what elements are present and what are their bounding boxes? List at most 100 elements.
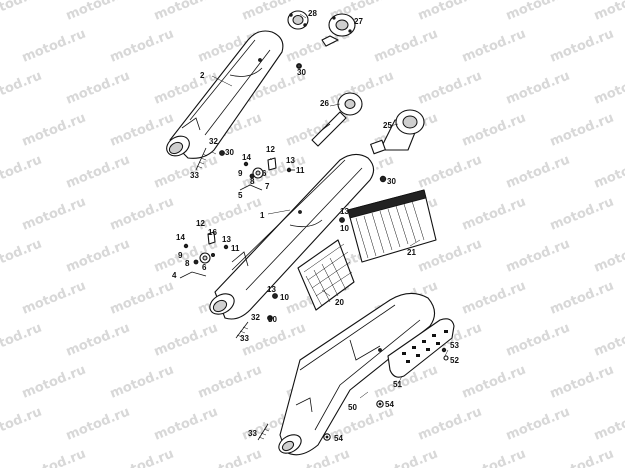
watermark-text: motod.ru [20,446,88,468]
watermark-text: motod.ru [460,278,528,317]
callout-13: 13 [340,207,349,216]
spring-33-mid[interactable] [235,321,249,339]
watermark-text: motod.ru [64,320,132,359]
watermark-text: motod.ru [20,278,88,317]
watermark-text: motod.ru [64,404,132,443]
callout-10: 10 [340,224,349,233]
washer-54-a[interactable] [376,400,384,408]
clamp-group-4[interactable] [179,231,229,279]
watermark-text: motod.ru [504,320,572,359]
callout-7: 7 [265,182,270,191]
watermark-text: motod.ru [416,404,484,443]
heat-shield-51[interactable] [387,318,455,378]
callout-33: 33 [248,429,257,438]
bolt-30-c[interactable] [379,175,387,183]
callout-4: 4 [172,271,177,280]
callout-12: 12 [196,219,205,228]
watermark-text: motod.ru [460,446,528,468]
callout-1: 1 [260,211,265,220]
callout-30: 30 [387,177,396,186]
watermark-text: motod.ru [460,26,528,65]
callout-51: 51 [393,380,402,389]
watermark-text: motod.ru [196,362,264,401]
clamp-group-5[interactable] [239,157,295,191]
end-cap-27[interactable] [321,13,356,47]
watermark-text: motod.ru [372,26,440,65]
bolt-30-d[interactable] [267,315,273,321]
callout-30: 30 [268,315,277,324]
callout-14: 14 [176,233,185,242]
watermark-text: motod.ru [504,152,572,191]
watermark-text: motod.ru [152,152,220,191]
watermark-text: motod.ru [0,152,44,191]
spring-33-top[interactable] [195,147,208,171]
watermark-text: motod.ru [504,0,572,24]
mesh-panel-20[interactable] [297,239,355,311]
callout-50: 50 [348,403,357,412]
watermark-text: motod.ru [152,0,220,24]
watermark-text: motod.ru [64,0,132,24]
callout-9: 9 [238,169,243,178]
watermark-text: motod.ru [108,194,176,233]
watermark-text: motod.ru [592,152,625,191]
callout-52: 52 [450,356,459,365]
watermark-text: motod.ru [548,26,616,65]
callout-2: 2 [200,71,205,80]
watermark-text: motod.ru [460,362,528,401]
watermark-text: motod.ru [64,152,132,191]
watermark-text: motod.ru [416,0,484,24]
callout-20: 20 [335,298,344,307]
watermark-text: motod.ru [0,404,44,443]
callout-32: 32 [251,313,260,322]
callout-53: 53 [450,341,459,350]
callout-12: 12 [266,145,275,154]
callout-13: 13 [222,235,231,244]
callout-6: 6 [202,263,207,272]
washer-54-b[interactable] [323,433,331,441]
spring-33-bottom[interactable] [257,423,270,441]
callout-30: 30 [225,148,234,157]
bolt-53[interactable] [441,347,447,353]
silencer-insert-25[interactable] [370,109,425,155]
watermark-text: motod.ru [416,68,484,107]
washer-52[interactable] [443,355,449,361]
watermark-text: motod.ru [548,110,616,149]
bolt-30-b[interactable] [219,150,225,156]
watermark-text: motod.ru [108,446,176,468]
callout-32: 32 [209,137,218,146]
watermark-text: motod.ru [152,404,220,443]
watermark-text: motod.ru [0,0,44,24]
callout-8: 8 [250,177,255,186]
watermark-text: motod.ru [196,194,264,233]
watermark-text: motod.ru [108,26,176,65]
callout-6: 6 [262,169,267,178]
watermark-text: motod.ru [64,236,132,275]
bolt-30-top[interactable] [296,63,302,69]
watermark-text: motod.ru [548,362,616,401]
watermark-text: motod.ru [592,404,625,443]
watermark-text: motod.ru [0,236,44,275]
callout-28: 28 [308,9,317,18]
watermark-text: motod.ru [416,152,484,191]
watermark-text: motod.ru [240,320,308,359]
bolt-10-b[interactable] [272,293,278,299]
watermark-text: motod.ru [504,68,572,107]
bolt-10-a[interactable] [339,217,345,223]
callout-14: 14 [242,153,251,162]
callout-9: 9 [178,251,183,260]
muffler-1[interactable] [206,153,375,320]
callout-33: 33 [190,171,199,180]
muffler-2[interactable] [163,30,284,160]
watermark-text: motod.ru [20,194,88,233]
filter-mat-21[interactable] [347,189,437,263]
baffle-26[interactable] [311,92,363,147]
callout-30: 30 [297,68,306,77]
watermark-text: motod.ru [548,194,616,233]
callout-11: 11 [231,244,240,253]
ring-28[interactable] [287,10,309,30]
muffler-lower[interactable] [276,292,436,456]
watermark-text: motod.ru [108,278,176,317]
watermark-text: motod.ru [592,68,625,107]
watermark-text: motod.ru [504,404,572,443]
